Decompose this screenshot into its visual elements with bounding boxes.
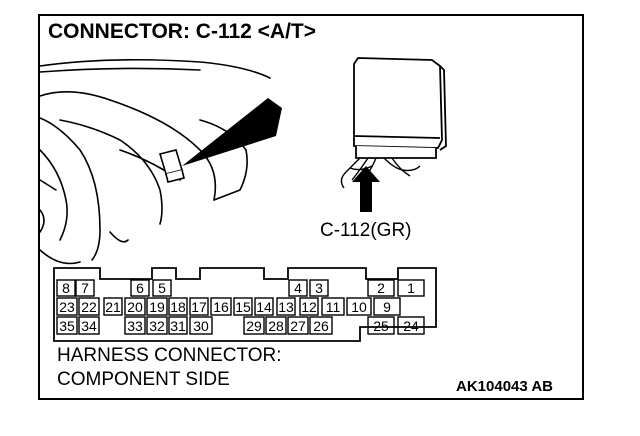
pin-cell: [210, 297, 232, 316]
pin-number: 18: [170, 299, 186, 315]
pin-number: 24: [403, 318, 419, 334]
pin-cell: [299, 297, 319, 316]
pin-number: 33: [127, 318, 143, 334]
dash-connector-box: [158, 149, 185, 183]
pin-number: 34: [81, 318, 97, 334]
pin-number: 14: [256, 299, 272, 315]
pin-number: 9: [383, 299, 391, 315]
pin-cell: [168, 316, 188, 335]
pin-cell: [146, 316, 168, 335]
pin-number: 8: [62, 280, 70, 296]
pin-number: 11: [326, 299, 341, 315]
pin-number: 32: [149, 318, 165, 334]
pin-cell: [103, 297, 123, 316]
harness-wires: [340, 157, 421, 189]
pin-number: 13: [278, 299, 294, 315]
pin-cell: [233, 297, 253, 316]
pin-cell: [168, 297, 188, 316]
diagram-title: CONNECTOR: C-112 <A/T>: [48, 20, 317, 43]
pin-cell: [124, 316, 146, 335]
pin-number: 15: [235, 299, 251, 315]
pin-cell: [124, 297, 146, 316]
pin-cell: [265, 316, 287, 335]
pin-number: 2: [377, 280, 385, 296]
pin-cell: [367, 316, 395, 335]
pin-number: 35: [59, 318, 75, 334]
pin-cell: [152, 279, 172, 297]
arrow-icon: [352, 166, 380, 212]
pin-cell: [346, 297, 372, 316]
pin-cell: [373, 297, 401, 316]
pin-cell: [56, 316, 78, 335]
pin-cell: [287, 316, 309, 335]
harness-caption: HARNESS CONNECTOR: COMPONENT SIDE: [57, 344, 282, 392]
pin-cell: [78, 297, 100, 316]
pin-number: 16: [213, 299, 229, 315]
pin-number: 30: [193, 318, 209, 334]
pin-number: 4: [294, 280, 302, 296]
pin-cell: [288, 279, 308, 297]
pin-number: 6: [136, 280, 144, 296]
pin-number: 21: [105, 299, 121, 315]
pin-cell: [309, 316, 333, 335]
harness-caption-line-2: COMPONENT SIDE: [57, 369, 230, 390]
pin-cell: [78, 316, 100, 335]
pin-cell: [254, 297, 274, 316]
diagram-frame: [38, 14, 584, 400]
pin-number: 23: [59, 299, 75, 315]
pin-number: 27: [290, 318, 306, 334]
pin-cell: [189, 316, 213, 335]
pin-cell: [146, 297, 168, 316]
pin-number: 20: [127, 299, 143, 315]
pin-number: 5: [158, 280, 166, 296]
pin-cell: [243, 316, 265, 335]
harness-caption-line-1: HARNESS CONNECTOR:: [57, 345, 282, 366]
pin-cell: [276, 297, 296, 316]
pin-cell: [309, 279, 329, 297]
pin-number: 12: [301, 299, 317, 315]
pin-cell: [75, 279, 95, 297]
pin-number: 25: [373, 318, 389, 334]
pin-number: 22: [81, 299, 97, 315]
control-unit: [353, 57, 447, 159]
pin-cell: [56, 279, 76, 297]
pin-number: 17: [191, 299, 207, 315]
pin-number: 3: [315, 280, 323, 296]
pin-cell: [321, 297, 345, 316]
pin-number: 29: [246, 318, 262, 334]
pin-number: 10: [351, 299, 367, 315]
pin-cell: [397, 316, 425, 335]
pin-number: 19: [149, 299, 165, 315]
connector-label: C-112(GR): [320, 220, 412, 241]
pin-cell: [397, 279, 425, 297]
pin-cell: [189, 297, 209, 316]
callout-wedge: [182, 98, 282, 166]
pin-number: 7: [81, 280, 89, 296]
pin-number: 1: [407, 280, 415, 296]
pin-number: 31: [170, 318, 186, 334]
pin-number: 28: [268, 318, 284, 334]
pin-cell: [367, 279, 395, 297]
figure-code: AK104043 AB: [456, 378, 553, 395]
pin-cell: [56, 297, 78, 316]
connector-face: [53, 267, 437, 342]
pin-cell: [130, 279, 150, 297]
pin-number: 26: [313, 318, 329, 334]
